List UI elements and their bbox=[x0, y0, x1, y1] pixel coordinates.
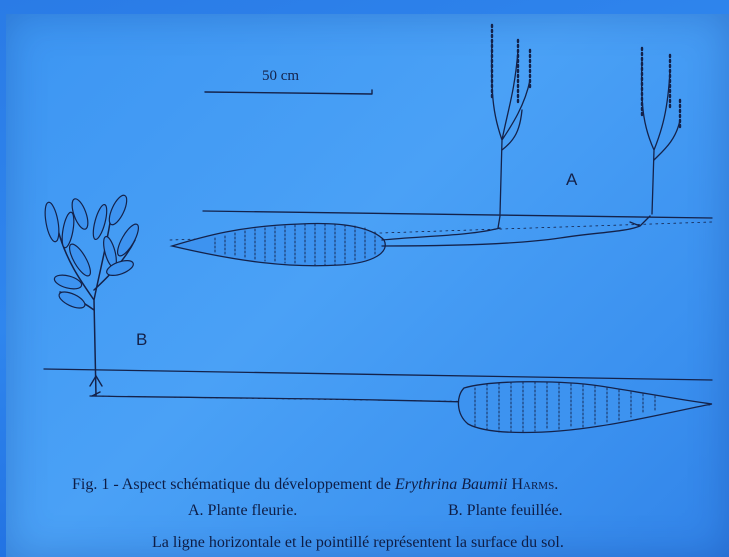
caption-author: Harms. bbox=[511, 476, 558, 493]
rhizome-a bbox=[382, 216, 650, 246]
caption-label-a: A. Plante fleurie. bbox=[188, 502, 297, 520]
plant-a2 bbox=[642, 48, 680, 214]
scale-bar bbox=[205, 90, 372, 94]
plant-b bbox=[43, 193, 143, 396]
caption-prefix: Fig. 1 - Aspect schématique du développe… bbox=[72, 476, 395, 493]
caption-label-b: B. Plante feuillée. bbox=[448, 502, 563, 520]
caption-species: Erythrina Baumii bbox=[395, 476, 507, 493]
plant-a1 bbox=[492, 25, 530, 214]
ground-line-a bbox=[203, 211, 712, 218]
figure-caption: Fig. 1 - Aspect schématique du développe… bbox=[72, 476, 558, 494]
rhizome-b bbox=[90, 396, 470, 402]
scale-label: 50 cm bbox=[262, 68, 299, 85]
ground-line-b bbox=[44, 369, 712, 380]
tuber-b bbox=[458, 382, 712, 433]
caption-note: La ligne horizontale et le pointillé rep… bbox=[152, 534, 564, 552]
label-b: B bbox=[136, 330, 147, 350]
tuber-a bbox=[172, 224, 385, 266]
label-a: A bbox=[566, 170, 577, 190]
